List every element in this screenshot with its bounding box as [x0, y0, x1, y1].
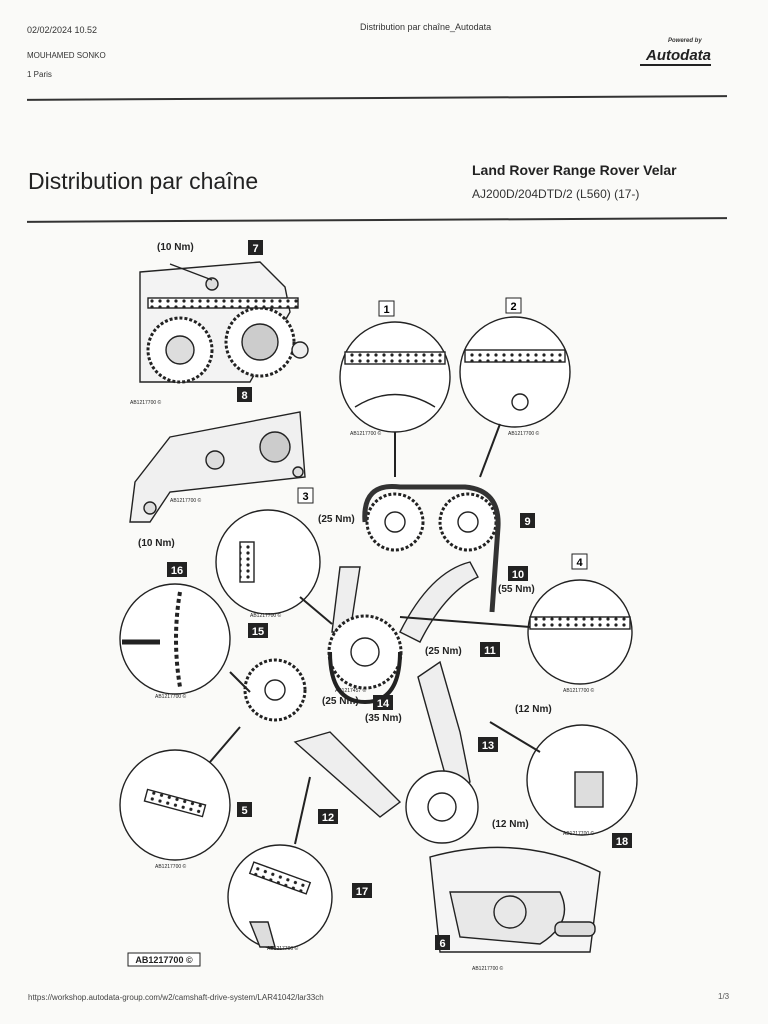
autodata-logo: Autodata	[640, 47, 711, 66]
callout-18-text: 18	[616, 836, 628, 848]
ref-tag-8: AB1217700 ©	[170, 497, 202, 504]
callout-6-text: 6	[439, 938, 445, 950]
callout-4: 4	[571, 553, 588, 570]
detail-locking-plate	[129, 411, 306, 523]
detail-circle-18	[489, 721, 638, 836]
reference-box: AB1217700 ©	[127, 952, 201, 967]
center-cam-sprockets	[362, 483, 501, 613]
torque-labels: (10 Nm) (10 Nm) (25 Nm) (55 Nm) (25 Nm) …	[138, 242, 552, 830]
ref-tag-18: AB1217700 ©	[563, 830, 595, 837]
callout-15-text: 15	[252, 626, 264, 638]
detail-circle-3	[215, 509, 333, 625]
header-divider	[26, 95, 728, 101]
callout-4-text: 4	[576, 557, 583, 569]
callout-16: 16	[167, 562, 187, 577]
callout-labels: 1 2 3 4 5 6 7 8 9 10 11 12 13 14 15 16 1…	[167, 240, 632, 950]
callout-16-text: 16	[171, 565, 183, 577]
callout-9: 9	[520, 513, 535, 528]
user-name: MOUHAMED SONKO	[27, 51, 106, 60]
torque-10nm-top: (10 Nm)	[157, 242, 194, 253]
callout-13-text: 13	[482, 740, 494, 752]
footer-url[interactable]: https://workshop.autodata-group.com/w2/c…	[28, 993, 324, 1002]
callout-8-text: 8	[241, 390, 247, 402]
timing-chain-diagram: 1 2 3 4 5 6 7 8 9 10 11 12 13 14 15 16 1…	[119, 240, 638, 972]
torque-35nm: (35 Nm)	[365, 713, 402, 724]
detail-setting-tool	[429, 846, 601, 953]
callout-11: 11	[480, 642, 500, 657]
ref-tag-4: AB1217700 ©	[563, 687, 595, 694]
ref-tag-crank: AB1217457 ©	[335, 687, 367, 694]
ref-tag-7: AB1217700 ©	[130, 399, 162, 406]
crank-sprocket	[243, 614, 479, 844]
ref-tag-2: AB1217700 ©	[508, 430, 540, 437]
ref-tag-1: AB1217700 ©	[350, 430, 382, 437]
reference-box-text: AB1217700 ©	[135, 955, 193, 965]
detail-camshaft-gears	[139, 261, 309, 384]
callout-8: 8	[237, 387, 252, 402]
callout-17-text: 17	[356, 886, 368, 898]
callout-1-text: 1	[383, 304, 389, 316]
callout-11-text: 11	[484, 645, 496, 657]
detail-circle-16	[119, 583, 251, 695]
user-block: MOUHAMED SONKO 1 Paris	[27, 46, 106, 84]
callout-14-text: 14	[377, 698, 390, 710]
detail-circle-2	[459, 316, 571, 478]
user-location: 1 Paris	[27, 70, 52, 79]
callout-3-text: 3	[302, 491, 308, 503]
callout-12-text: 12	[322, 812, 334, 824]
callout-2: 2	[505, 297, 522, 314]
callout-6: 6	[435, 935, 450, 950]
detail-circle-1	[339, 321, 451, 477]
callout-15: 15	[248, 623, 268, 638]
powered-by-label: Powered by	[668, 38, 702, 44]
torque-25nm-a: (25 Nm)	[318, 514, 355, 525]
callout-7: 7	[248, 240, 263, 255]
callout-9-text: 9	[524, 516, 530, 528]
callout-13: 13	[478, 737, 498, 752]
torque-12nm-a: (12 Nm)	[515, 704, 552, 715]
callout-12: 12	[318, 809, 338, 824]
detail-circle-17	[227, 776, 333, 950]
ref-tag-6: AB1217700 ©	[472, 965, 504, 972]
ref-tag-17: AB1217700 ©	[267, 945, 299, 952]
print-datetime: 02/02/2024 10.52	[27, 25, 98, 35]
callout-18: 18	[612, 833, 632, 848]
vehicle-name: Land Rover Range Rover Velar	[472, 162, 677, 178]
callout-10: 10	[508, 566, 528, 581]
callout-17: 17	[352, 883, 372, 898]
torque-25nm-b: (25 Nm)	[425, 646, 462, 657]
title-divider	[26, 217, 728, 223]
callout-2-text: 2	[510, 301, 516, 313]
chain-guides	[293, 561, 479, 818]
ref-tag-3: AB1217700 ©	[250, 612, 282, 619]
torque-25nm-c: (25 Nm)	[322, 696, 359, 707]
detail-circle-5	[119, 726, 241, 861]
callout-10-text: 10	[512, 569, 524, 581]
torque-10nm-bottom: (10 Nm)	[138, 538, 175, 549]
small-ref-tags: AB1217700 © AB1217700 © AB1217700 © AB12…	[130, 399, 595, 972]
callout-1: 1	[378, 300, 395, 317]
callout-7-text: 7	[252, 243, 258, 255]
callout-3: 3	[297, 487, 314, 504]
ref-tag-5: AB1217700 ©	[155, 863, 187, 870]
ref-tag-16: AB1217700 ©	[155, 693, 187, 700]
vehicle-model-code: AJ200D/204DTD/2 (L560) (17-)	[472, 187, 640, 201]
page-title: Distribution par chaîne	[28, 168, 259, 194]
callout-5: 5	[237, 802, 252, 817]
page-number: 1/3	[718, 992, 730, 1001]
torque-55nm: (55 Nm)	[498, 584, 535, 595]
print-doc-title: Distribution par chaîne_Autodata	[360, 22, 492, 32]
detail-circle-4	[399, 579, 633, 685]
callout-5-text: 5	[241, 805, 247, 817]
callout-14: 14	[373, 695, 393, 710]
torque-12nm-b: (12 Nm)	[492, 819, 529, 830]
